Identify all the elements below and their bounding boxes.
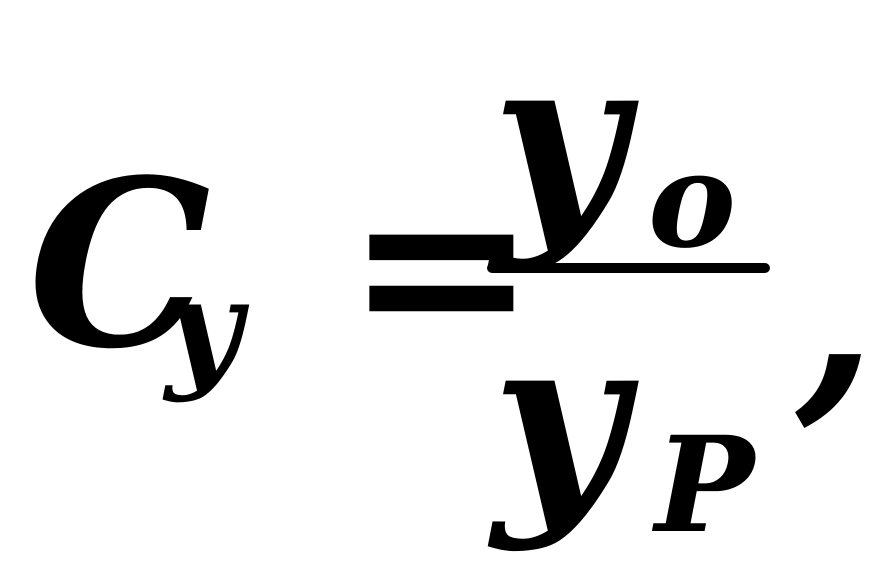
fraction-denominator-subscript: P (655, 408, 755, 563)
fraction-denominator-symbol: y (492, 285, 626, 555)
fraction-bar (487, 263, 770, 273)
fraction-numerator-symbol: y (492, 5, 626, 275)
formula-lhs-symbol: C (28, 130, 212, 400)
trailing-comma: , (796, 175, 875, 445)
fraction-numerator-subscript: o (648, 123, 737, 278)
formula-lhs-subscript: y (165, 250, 242, 405)
